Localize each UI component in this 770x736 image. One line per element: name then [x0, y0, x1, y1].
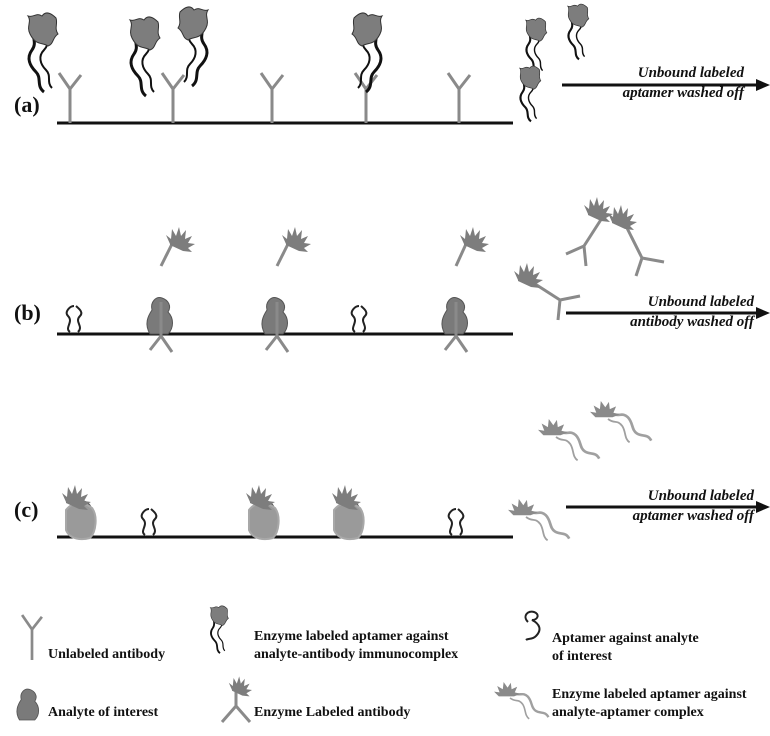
legend-enzyme-antibody: Enzyme Labeled antibody [254, 704, 410, 722]
analytes-c [69, 501, 363, 537]
wash-caption-a: Unbound labeled aptamer washed off [570, 63, 744, 103]
enzyme-tufts-b [166, 227, 489, 252]
enzyme-tufts-free-b [514, 197, 637, 288]
panel-a-label: (a) [14, 92, 40, 118]
surface-aptamers-c [142, 509, 464, 535]
panel-c-label: (c) [14, 497, 38, 523]
wash-caption-a-line1: Unbound labeled [570, 63, 744, 83]
legend-enzyme-aptamer-immunocomplex: Enzyme labeled aptamer against analyte-a… [254, 628, 458, 664]
wash-caption-a-line2: aptamer washed off [570, 83, 744, 103]
legend-aptamer: Aptamer against analyte of interest [552, 630, 699, 666]
analytes-b [147, 298, 468, 334]
wash-caption-c: Unbound labeled aptamer washed off [570, 486, 754, 526]
labeled-antibody-icon [222, 676, 252, 722]
labeled-aptamer-icon [210, 606, 228, 653]
legend-aptamer-line1: Aptamer against analyte [552, 630, 699, 648]
legend-enzyme-aptamer-complex-line2: analyte-aptamer complex [552, 704, 747, 722]
legend-unlabeled-antibody: Unlabeled antibody [48, 646, 165, 664]
legend-enzyme-aptamer-immunocomplex-line1: Enzyme labeled aptamer against [254, 628, 458, 646]
antibody-icon [22, 615, 42, 660]
light-labeled-aptamer-icon [494, 682, 548, 719]
light-aptamer-bound-c [62, 485, 364, 539]
wash-caption-b-line2: antibody washed off [570, 312, 754, 332]
labeled-aptamer-bound-a [28, 7, 382, 96]
wash-caption-b-line1: Unbound labeled [570, 292, 754, 312]
aptamer-icon [526, 612, 540, 640]
wash-caption-c-line1: Unbound labeled [570, 486, 754, 506]
antibodies-a [59, 73, 470, 123]
panel-b-label: (b) [14, 300, 41, 326]
legend-enzyme-aptamer-complex: Enzyme labeled aptamer against analyte-a… [552, 686, 747, 722]
analyte-icon [17, 689, 39, 720]
labeled-antibodies-bound-b [150, 244, 467, 352]
wash-caption-c-line2: aptamer washed off [570, 506, 754, 526]
legend-enzyme-aptamer-immunocomplex-line2: analyte-antibody immunocomplex [254, 646, 458, 664]
legend-analyte: Analyte of interest [48, 704, 158, 722]
surface-aptamers-b [67, 306, 367, 332]
legend-aptamer-line2: of interest [552, 648, 699, 666]
wash-caption-b: Unbound labeled antibody washed off [570, 292, 754, 332]
legend-enzyme-aptamer-complex-line1: Enzyme labeled aptamer against [552, 686, 747, 704]
